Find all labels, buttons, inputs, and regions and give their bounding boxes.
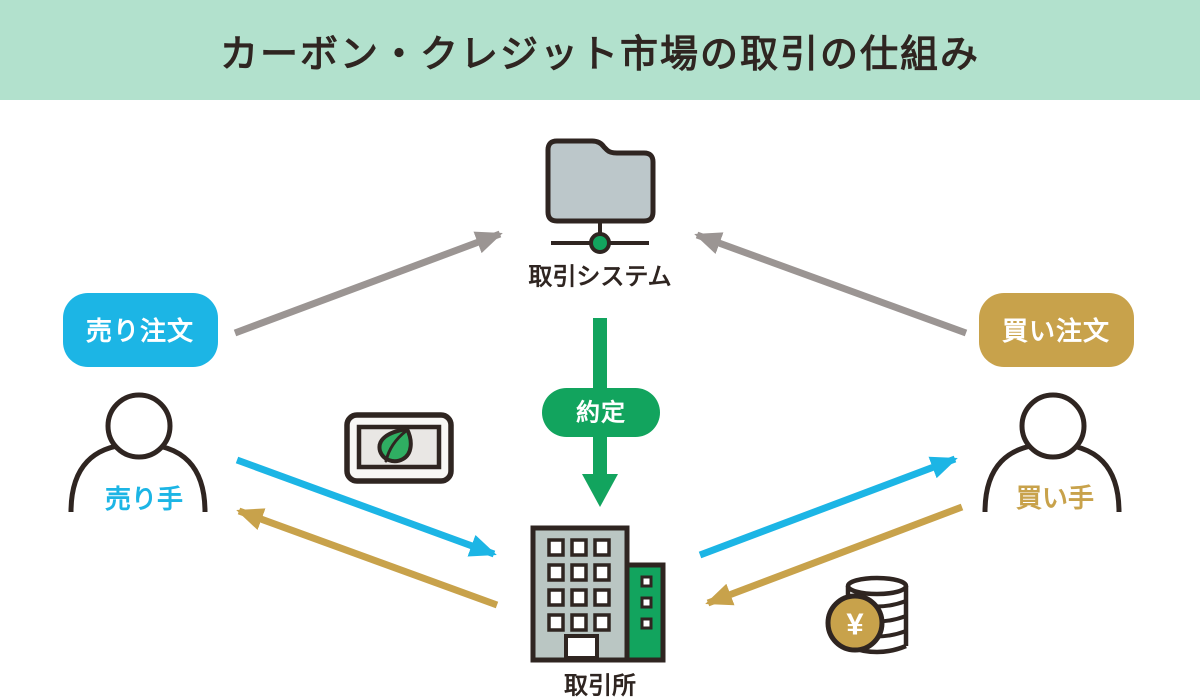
execution-badge [542, 388, 660, 437]
building-window [570, 563, 588, 582]
buy-order-to-system-arrow [694, 231, 968, 337]
building-window [570, 588, 588, 607]
exchange-to-buyer-arrow [698, 455, 958, 559]
yen-coin-icon [825, 593, 885, 653]
sell-order-to-system-arrow [233, 230, 503, 337]
exchange-label: 取引所 [564, 673, 636, 700]
leaf-card-icon [344, 412, 454, 484]
buyer-to-exchange-arrow [705, 503, 964, 607]
exchange-node: 取引所 [530, 525, 666, 700]
building-annex-window [640, 575, 653, 588]
seller-to-exchange-arrow [235, 456, 497, 558]
seller-figure: 売り手 [68, 392, 208, 514]
sell-order-badge: 売り注文 [63, 293, 218, 367]
trading-system-label: 取引システム [528, 264, 671, 291]
buyer-person-icon [982, 392, 1122, 513]
sell-order-badge-bg [63, 293, 218, 367]
leaf-vein [384, 429, 408, 463]
building-window [547, 563, 565, 582]
building-window [570, 538, 588, 557]
building-window [593, 588, 611, 607]
execution-arrow-head-icon [582, 474, 618, 507]
buy-order-badge: 買い注文 [979, 293, 1134, 367]
buyer-figure: 買い手 [982, 392, 1122, 513]
coin-stack-top [845, 575, 909, 597]
header-banner: カーボン・クレジット市場の取引の仕組み [0, 0, 1200, 100]
person-head-shape [1019, 392, 1087, 460]
buyer-label: 買い手 [1016, 483, 1094, 513]
exchange-to-seller-arrow [236, 507, 499, 609]
building-window [547, 588, 565, 607]
sell-order-badge-label: 売り注文 [86, 316, 194, 346]
trading-system-node: 取引システム [528, 138, 672, 291]
building-window [547, 538, 565, 557]
yen-symbol: ¥ [846, 607, 864, 642]
network-node-dot-icon [589, 232, 611, 254]
building-window [547, 613, 565, 632]
building-annex-window [640, 596, 653, 609]
buy-order-badge-label: 買い注文 [1002, 316, 1110, 346]
network-folder-icon [545, 138, 656, 224]
yen-coins-icon: ¥ [825, 575, 909, 655]
person-head-shape [105, 392, 173, 460]
building-door [564, 634, 599, 660]
building-window [593, 613, 611, 632]
building-windows [547, 538, 611, 632]
seller-person-icon [68, 392, 208, 513]
seller-label: 売り手 [105, 484, 183, 514]
buy-order-badge-bg [979, 293, 1134, 367]
building-annex-window [640, 617, 653, 630]
building-window [593, 538, 611, 557]
building-icon [530, 525, 666, 663]
building-window [570, 613, 588, 632]
page-title: カーボン・クレジット市場の取引の仕組み [219, 33, 980, 76]
building-window [593, 563, 611, 582]
diagram-canvas: 約定 取引システム 売り注文 買い注文 売り手 買い手 [63, 138, 1134, 700]
system-to-exchange-arrow: 約定 [542, 318, 660, 507]
execution-badge-label: 約定 [576, 399, 626, 427]
